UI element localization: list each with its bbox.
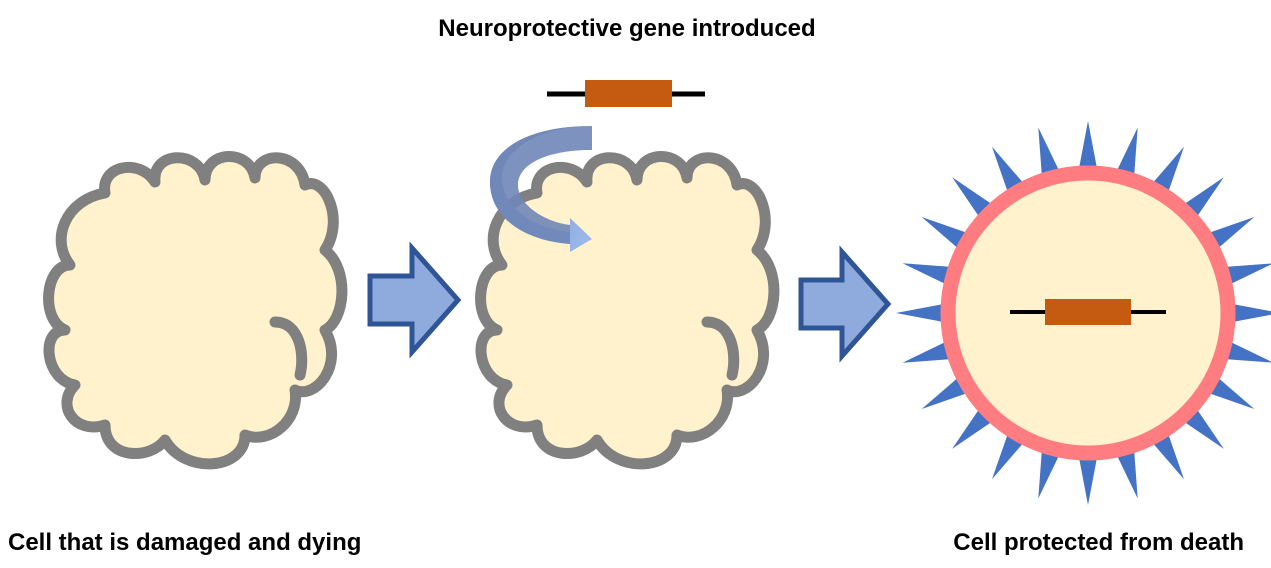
gene-icon [547,80,705,107]
spike [1077,121,1099,179]
right-arrow-icon [798,245,892,363]
protected-cell-label: Cell protected from death [953,529,1244,556]
damaged-cell-icon [43,151,348,470]
damaged-cell-label: Cell that is damaged and dying [8,529,362,556]
gene-introduced-label: Neuroprotective gene introduced [438,15,816,42]
spike [896,302,954,324]
gene-icon [1010,299,1166,325]
spike [1077,447,1099,505]
protected-cell-icon [896,121,1271,505]
right-arrow-icon [367,241,462,359]
